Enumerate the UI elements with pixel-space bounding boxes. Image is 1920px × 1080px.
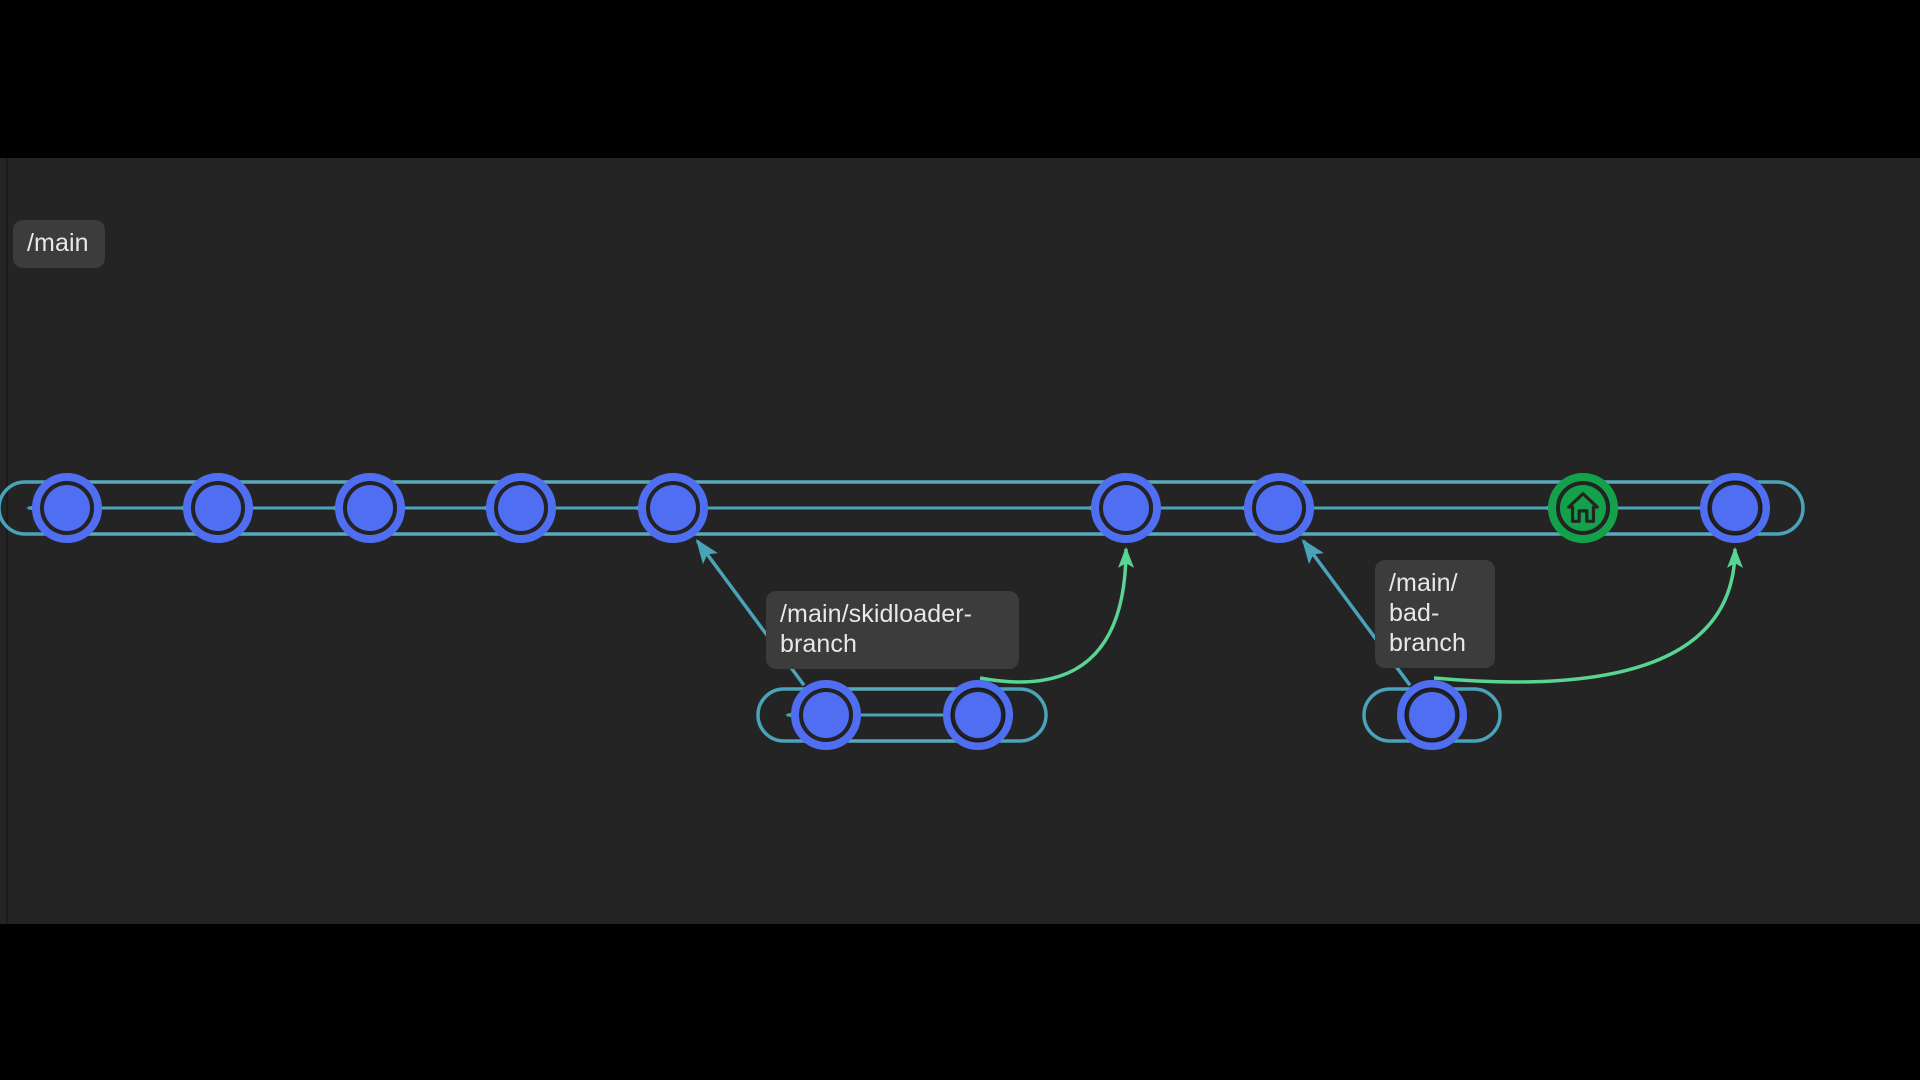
self-loop-edge[interactable] <box>1438 687 1502 743</box>
label-bad-branch: /main/ bad- branch <box>1375 560 1495 668</box>
state-node-5[interactable] <box>638 473 708 543</box>
nodes-layer <box>32 473 1770 750</box>
state-node-6[interactable] <box>1091 473 1161 543</box>
branch-node-1[interactable] <box>791 680 861 750</box>
canvas-left-border <box>6 158 8 924</box>
edge-b3-n9[interactable] <box>1433 546 1743 684</box>
home-node[interactable] <box>1548 473 1618 543</box>
graph-canvas[interactable]: /main/main/skidloader-branch/main/ bad- … <box>0 158 1920 924</box>
self-loop-edge[interactable] <box>1362 687 1426 743</box>
branch-node-2[interactable] <box>943 680 1013 750</box>
self-loop-edge[interactable] <box>756 687 820 743</box>
state-node-4[interactable] <box>486 473 556 543</box>
home-icon <box>1567 492 1599 523</box>
self-loop-edge[interactable] <box>1741 480 1805 536</box>
label-skidloader-branch: /main/skidloader-branch <box>766 591 1019 669</box>
graph-svg[interactable] <box>0 158 1920 924</box>
state-node-9[interactable] <box>1700 473 1770 543</box>
edge-b2-n6[interactable] <box>979 546 1134 684</box>
label-main: /main <box>13 220 105 268</box>
self-loop-edge[interactable] <box>0 480 61 536</box>
self-loop-edge[interactable] <box>984 687 1048 743</box>
state-node-7[interactable] <box>1244 473 1314 543</box>
edge-n6-n5[interactable] <box>631 480 1161 536</box>
state-node-1[interactable] <box>32 473 102 543</box>
branch-node-3[interactable] <box>1397 680 1467 750</box>
state-node-3[interactable] <box>335 473 405 543</box>
state-node-2[interactable] <box>183 473 253 543</box>
